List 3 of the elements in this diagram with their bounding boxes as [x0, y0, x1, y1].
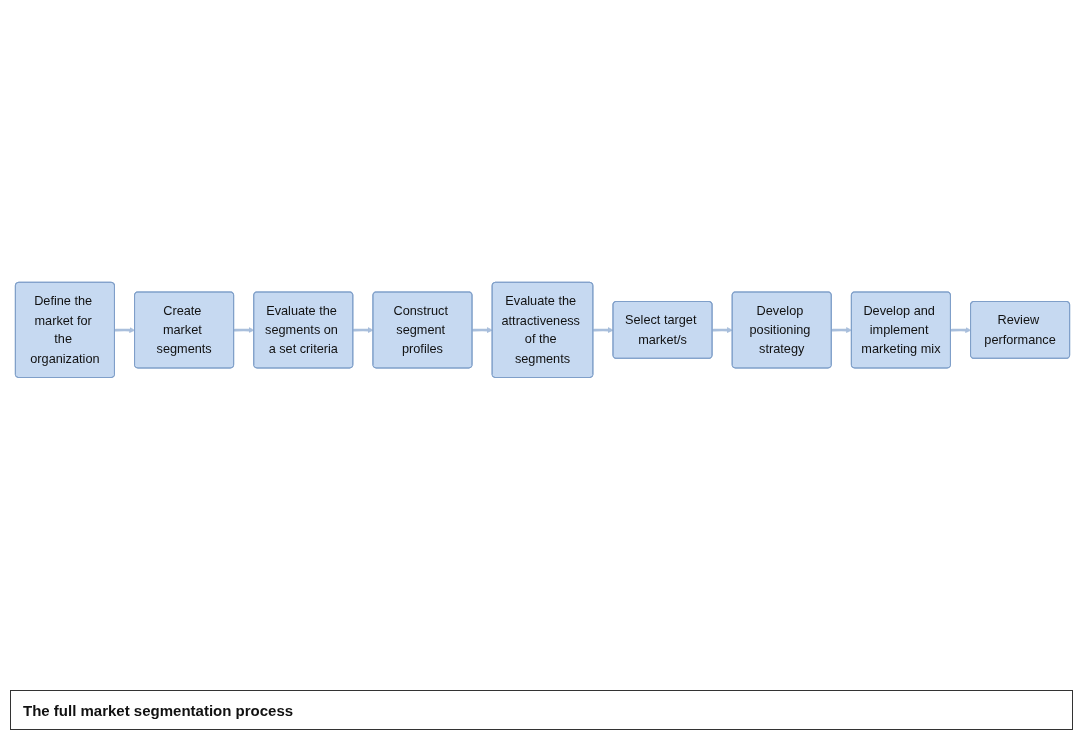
arrow [712, 327, 733, 334]
caption: The full market segmentation process [23, 701, 294, 719]
arrow [114, 327, 136, 334]
